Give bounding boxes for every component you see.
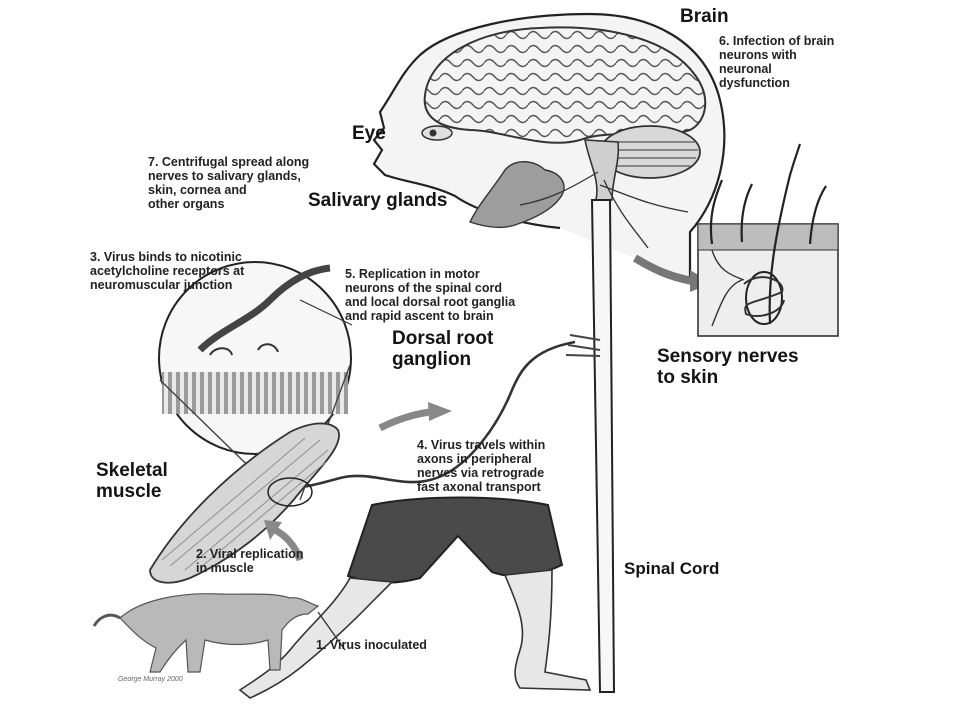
salivary-glands-label: Salivary glands (308, 190, 448, 211)
cranial-nerves (519, 171, 689, 249)
salivary-gland-shape (469, 161, 565, 229)
sensory-nerve-fibers (711, 249, 745, 327)
skeletal-muscle-label: Skeletal muscle (96, 460, 168, 503)
eye-shape (421, 125, 453, 141)
brain-label: Brain (680, 6, 729, 27)
muscle-arrow-head (264, 520, 282, 540)
spinal-cord-shape (590, 199, 616, 693)
step6-label: 6. Infection of brain neurons with neuro… (719, 34, 835, 90)
synaptic-terminals (209, 343, 279, 356)
sensory-nerves-label: Sensory nerves to skin (657, 346, 799, 389)
shorts-shape (346, 496, 564, 584)
dog-shape (119, 593, 320, 673)
peripheral-nerve (281, 340, 576, 489)
nmj-highlight (267, 477, 313, 507)
leader-line-step3 (299, 299, 353, 326)
step5-label: 5. Replication in motor neurons of the s… (345, 267, 516, 323)
ascent-arrow-head (428, 402, 452, 421)
step3-label: 3. Virus binds to nicotinic acetylcholin… (90, 250, 245, 292)
leg-right (503, 569, 592, 691)
step4-label: 4. Virus travels within axons in periphe… (417, 438, 546, 494)
dorsal-root-ganglion-label: Dorsal root ganglion (392, 328, 494, 371)
hair-follicle (745, 271, 783, 325)
hair-shafts (709, 143, 827, 325)
leader-line-step1 (317, 611, 346, 651)
muscle-fiber-stripes (162, 372, 348, 414)
cerebellum-folia (602, 141, 698, 167)
dog-tail (92, 613, 121, 627)
muscle-fibers (161, 437, 329, 571)
nerve-wrap (743, 276, 785, 318)
epidermis-layer (697, 223, 839, 251)
artist-signature: George Murray 2000 (118, 676, 183, 683)
skin-arrow-body (632, 254, 693, 285)
pupil-shape (429, 129, 437, 137)
step1-label: 1. Virus inoculated (316, 638, 427, 652)
muscle-arrow-body (273, 526, 304, 562)
ascent-arrow-body (378, 408, 431, 432)
brain-shape (423, 26, 707, 144)
dorsal-root-ganglion-shape (565, 334, 601, 357)
brainstem-shape (584, 139, 620, 201)
step7-label: 7. Centrifugal spread along nerves to sa… (148, 155, 310, 211)
step2-label: 2. Viral replication in muscle (196, 547, 304, 575)
motor-axon (197, 264, 331, 353)
eye-label: Eye (352, 123, 386, 144)
spinal-cord-label: Spinal Cord (624, 559, 720, 578)
